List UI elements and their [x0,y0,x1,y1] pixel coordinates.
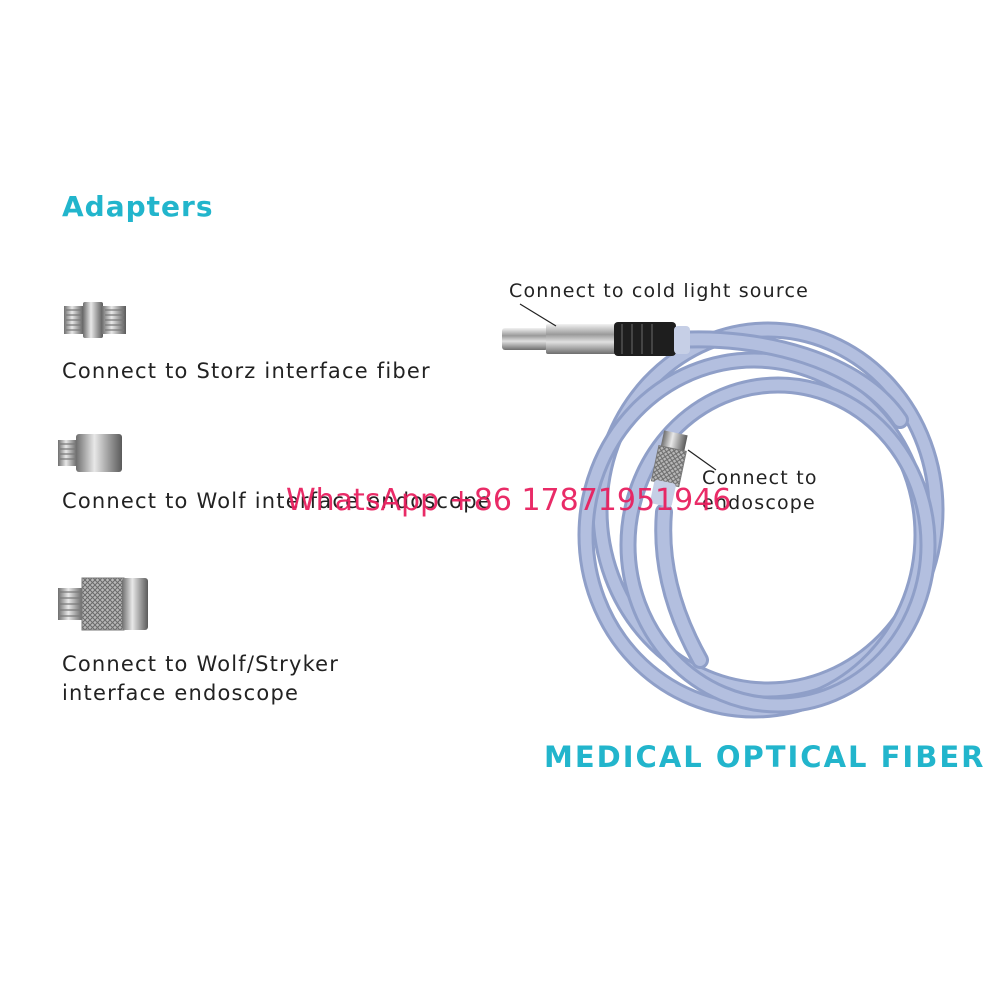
callout-light-source: Connect to cold light source [509,280,810,302]
wolf-stryker-adapter-label-line2: interface endoscope [62,681,300,705]
fiber-heading: MEDICAL OPTICAL FIBER [544,740,986,774]
wolf-adapter-image [58,434,122,472]
callout-endoscope-line2: endoscope [702,492,816,514]
wolf-stryker-adapter-label-line1: Connect to Wolf/Stryker [62,652,340,676]
wolf-stryker-adapter-image [58,577,148,631]
adapters-heading: Adapters [62,190,214,223]
whatsapp-watermark: WhatsApp +86 17871951946 [286,483,732,518]
fiber-cable [577,321,945,719]
light-source-connector [502,322,690,356]
storz-adapter-image [64,302,126,338]
callout-endoscope-line1: Connect to [702,467,818,489]
storz-adapter-label: Connect to Storz interface fiber [62,359,431,383]
endoscope-connector [650,430,688,507]
wolf-adapter-label: Connect to Wolf interface endoscope [62,489,492,513]
